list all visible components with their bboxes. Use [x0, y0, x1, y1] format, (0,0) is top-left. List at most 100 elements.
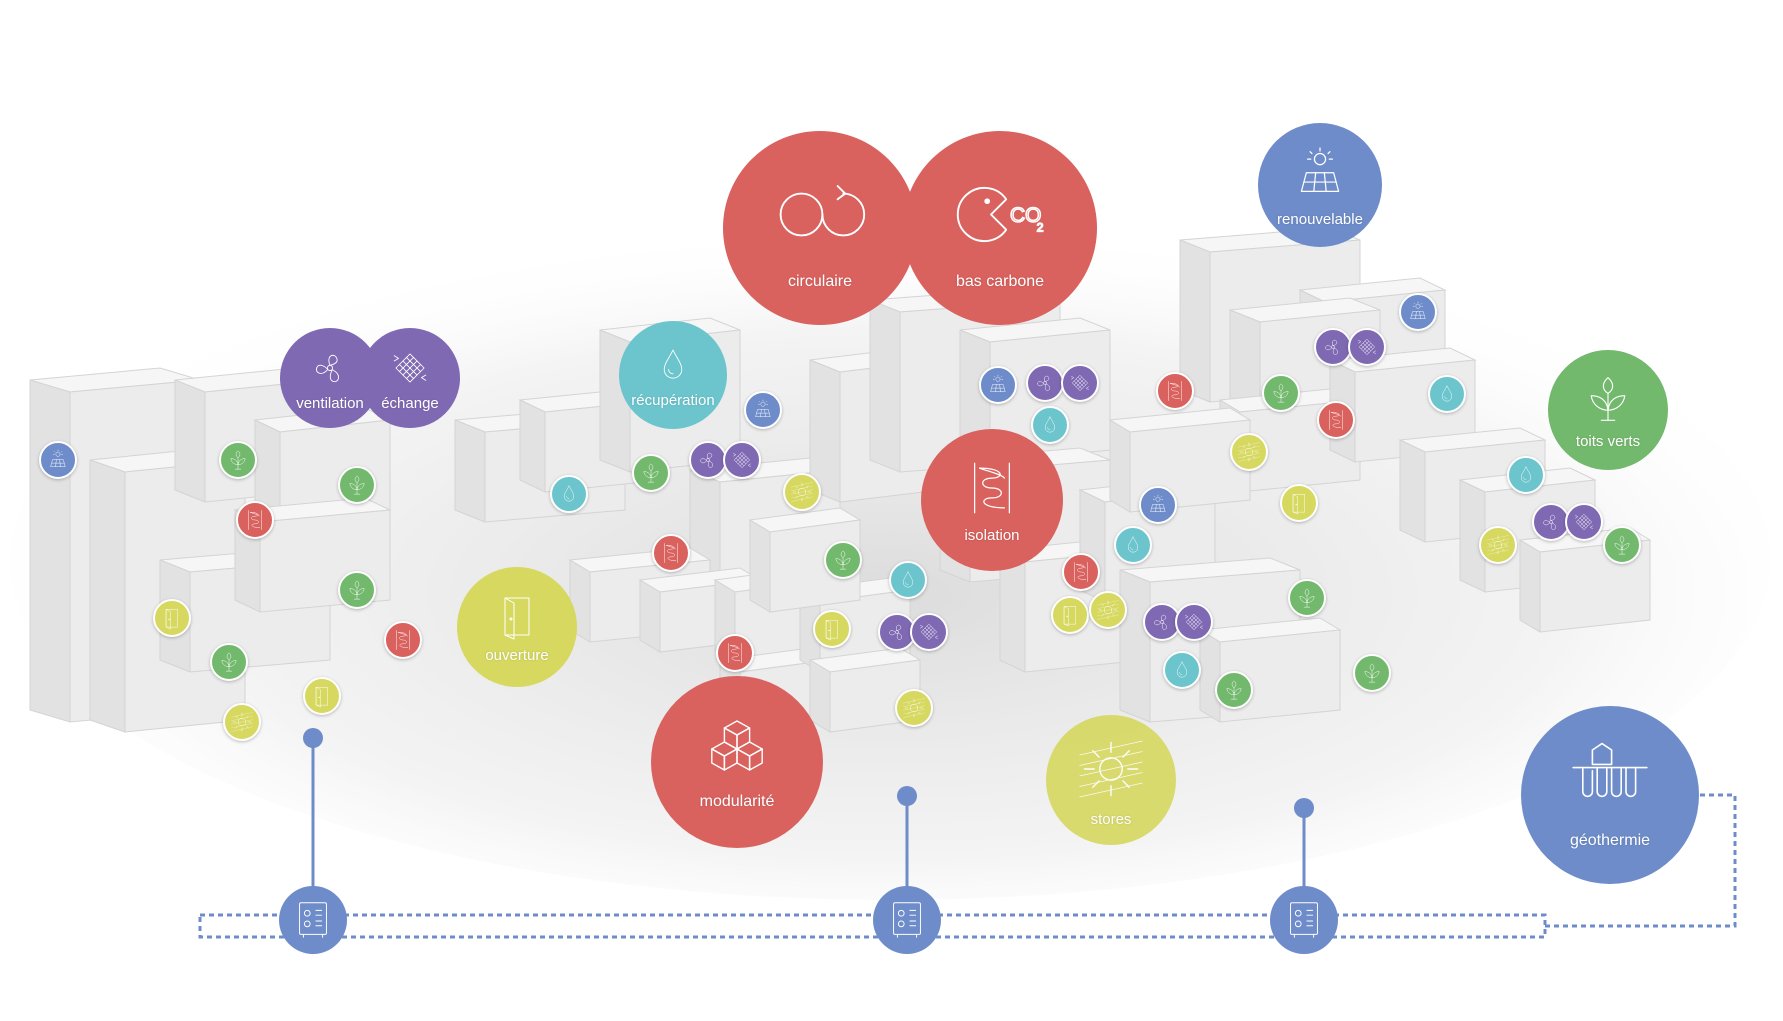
- plant-icon: [1364, 663, 1380, 683]
- concept-circulaire: circulaire: [723, 131, 917, 325]
- plant-icon: [349, 580, 365, 600]
- concept-label: échange: [381, 394, 439, 412]
- insulation-icon: [1074, 562, 1088, 582]
- marker-insulation-icon: [716, 634, 754, 672]
- heat-pump-node: [1270, 886, 1338, 954]
- sun-blinds-icon: [903, 698, 925, 718]
- marker-plant-icon: [219, 441, 257, 479]
- water-drop-icon: [563, 485, 575, 502]
- open-door-icon: [504, 597, 530, 640]
- plant-icon: [1226, 680, 1242, 700]
- marker-fan-icon: [689, 441, 727, 479]
- concept-isolation: isolation: [921, 429, 1063, 571]
- circular-loop-icon: [779, 184, 865, 236]
- heat-pump-node: [873, 886, 941, 954]
- solar-panel-icon: [990, 374, 1006, 392]
- marker-sun-blinds-icon: [783, 473, 821, 511]
- sun-blinds-icon: [231, 712, 253, 732]
- heat-exchanger-icon: [1185, 614, 1203, 630]
- heat-pump-unit-icon: [893, 902, 921, 938]
- open-door-icon: [826, 620, 838, 641]
- concept-echange: échange: [360, 328, 460, 428]
- concept-label: toits verts: [1575, 433, 1641, 450]
- marker-sun-blinds-icon: [1089, 591, 1127, 629]
- concept-label: ventilation: [296, 394, 364, 412]
- marker-plant-icon: [632, 454, 670, 492]
- concept-label: bas carbone: [955, 272, 1045, 290]
- marker-sun-blinds-icon: [223, 703, 261, 741]
- marker-fan-icon: [1143, 603, 1181, 641]
- marker-water-drop-icon: [1428, 375, 1466, 413]
- marker-sun-blinds-icon: [1230, 433, 1268, 471]
- marker-heat-exchanger-icon: [1061, 364, 1099, 402]
- marker-plant-icon: [1215, 671, 1253, 709]
- marker-water-drop-icon: [550, 475, 588, 513]
- open-door-icon: [1064, 606, 1076, 627]
- heat-exchanger-icon: [1071, 375, 1089, 391]
- heat-exchanger-icon: [1575, 514, 1593, 530]
- concept-stores: stores: [1046, 715, 1176, 845]
- concept-label: géothermie: [1569, 831, 1651, 849]
- insulation-icon: [248, 510, 262, 530]
- marker-open-door-icon: [1051, 596, 1089, 634]
- concept-toits-verts: toits verts: [1548, 350, 1668, 470]
- marker-insulation-icon: [652, 534, 690, 572]
- marker-fan-icon: [878, 613, 916, 651]
- marker-insulation-icon: [1062, 553, 1100, 591]
- sun-blinds-icon: [1097, 600, 1119, 620]
- concept-label: ouverture: [485, 647, 549, 664]
- marker-heat-exchanger-icon: [1175, 603, 1213, 641]
- heat-pump-node: [279, 886, 347, 954]
- insulation-icon: [1329, 410, 1343, 430]
- plant-icon: [643, 463, 659, 483]
- marker-solar-panel-icon: [39, 441, 77, 479]
- plant-icon: [221, 652, 237, 672]
- geothermal-icon: [1572, 742, 1648, 797]
- water-drop-icon: [663, 349, 683, 379]
- solar-panel-icon: [1410, 301, 1426, 319]
- concept-recuperation: récupération: [619, 321, 727, 429]
- svg-text:2: 2: [1036, 220, 1043, 234]
- sun-blinds-icon: [1238, 442, 1260, 462]
- svg-text:CO: CO: [1010, 204, 1041, 227]
- marker-sun-blinds-icon: [1479, 526, 1517, 564]
- fan-icon: [1543, 514, 1556, 530]
- marker-heat-exchanger-icon: [1348, 328, 1386, 366]
- marker-solar-panel-icon: [1399, 293, 1437, 331]
- building-block: [1108, 407, 1252, 513]
- solar-panel-icon: [755, 399, 771, 417]
- marker-insulation-icon: [384, 621, 422, 659]
- marker-plant-icon: [210, 643, 248, 681]
- marker-open-door-icon: [153, 599, 191, 637]
- marker-water-drop-icon: [1031, 406, 1069, 444]
- marker-open-door-icon: [303, 677, 341, 715]
- fan-icon: [889, 624, 902, 640]
- marker-water-drop-icon: [1163, 651, 1201, 689]
- concept-label: stores: [1090, 810, 1132, 828]
- co2-icon: CO2: [956, 186, 1044, 242]
- marker-plant-icon: [338, 571, 376, 609]
- water-drop-icon: [1044, 416, 1056, 433]
- marker-plant-icon: [1603, 526, 1641, 564]
- solar-panel-icon: [1150, 494, 1166, 512]
- riser-dot: [897, 786, 917, 806]
- concept-label: modularité: [699, 793, 775, 810]
- plant-icon: [230, 450, 246, 470]
- fan-icon: [1154, 614, 1167, 630]
- heat-pump-unit-icon: [299, 902, 327, 938]
- plant-icon: [1273, 383, 1289, 403]
- marker-insulation-icon: [1156, 372, 1194, 410]
- marker-sun-blinds-icon: [895, 689, 933, 727]
- plant-icon: [1614, 535, 1630, 555]
- marker-water-drop-icon: [1114, 526, 1152, 564]
- marker-plant-icon: [338, 466, 376, 504]
- heat-exchanger-icon: [920, 624, 938, 640]
- heat-pump-unit-icon: [1290, 902, 1318, 938]
- plant-icon: [1299, 588, 1315, 608]
- fan-icon: [1037, 375, 1050, 391]
- marker-water-drop-icon: [889, 561, 927, 599]
- pipe-to-geothermie: [1545, 793, 1737, 928]
- heat-exchanger-icon: [733, 452, 751, 468]
- marker-solar-panel-icon: [1139, 486, 1177, 524]
